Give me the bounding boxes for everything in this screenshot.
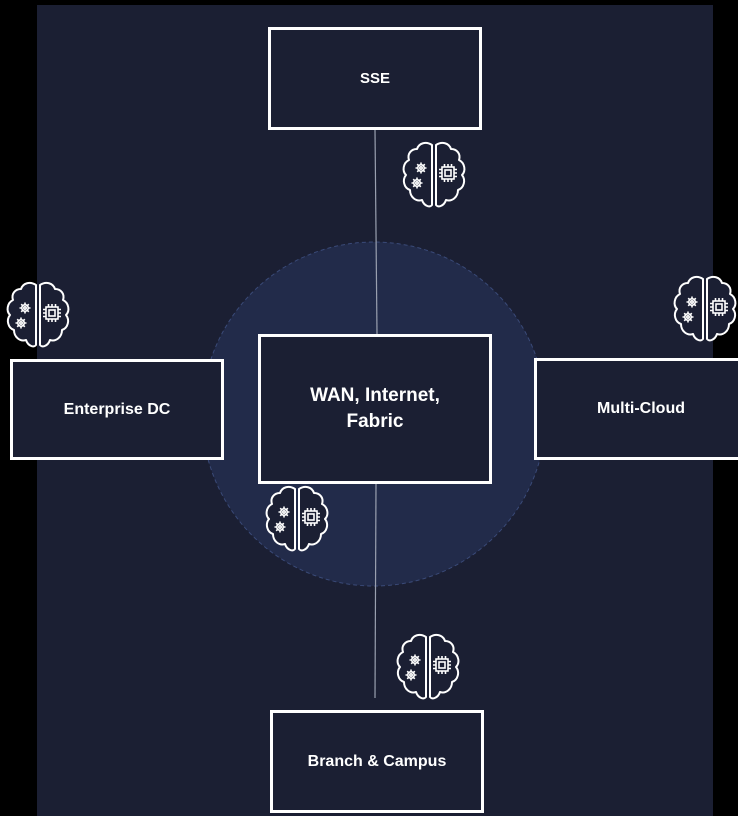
enterprise-dc-node[interactable]: Enterprise DC <box>10 359 224 460</box>
enterprise-dc-node-label: Enterprise DC <box>63 400 171 418</box>
center-node-label: WAN, Internet, Fabric <box>310 385 440 432</box>
ai-brain-icon <box>401 140 467 210</box>
sse-node[interactable]: SSE <box>268 27 482 130</box>
link-center-branch <box>374 483 377 699</box>
multi-cloud-node[interactable]: Multi-Cloud <box>534 358 738 460</box>
sse-node-label: SSE <box>359 70 390 87</box>
multi-cloud-node-label: Multi-Cloud <box>597 400 685 417</box>
ai-brain-icon <box>395 632 461 702</box>
ai-brain-icon <box>672 274 738 344</box>
branch-campus-node-label: Branch & Campus <box>307 752 447 770</box>
wan-internet-fabric-node[interactable]: WAN, Internet, Fabric <box>258 334 492 484</box>
ai-brain-icon <box>5 280 71 350</box>
ai-brain-icon <box>264 484 330 554</box>
branch-campus-node[interactable]: Branch & Campus <box>270 710 484 813</box>
link-sse-center <box>374 129 378 335</box>
